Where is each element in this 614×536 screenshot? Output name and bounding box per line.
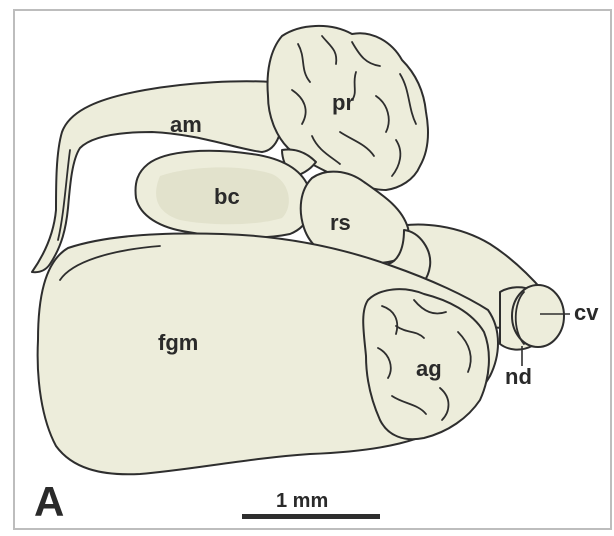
scale-bar (242, 514, 380, 519)
panel-label: A (34, 478, 64, 525)
bc-label: bc (214, 184, 240, 209)
fgm-label: fgm (158, 330, 198, 355)
scale-bar-label: 1 mm (276, 490, 328, 512)
pr-label: pr (332, 90, 354, 115)
cv-label: cv (574, 300, 599, 325)
nd-label: nd (505, 364, 532, 389)
rs-label: rs (330, 210, 351, 235)
ag-label: ag (416, 356, 442, 381)
am-label: am (170, 112, 202, 137)
